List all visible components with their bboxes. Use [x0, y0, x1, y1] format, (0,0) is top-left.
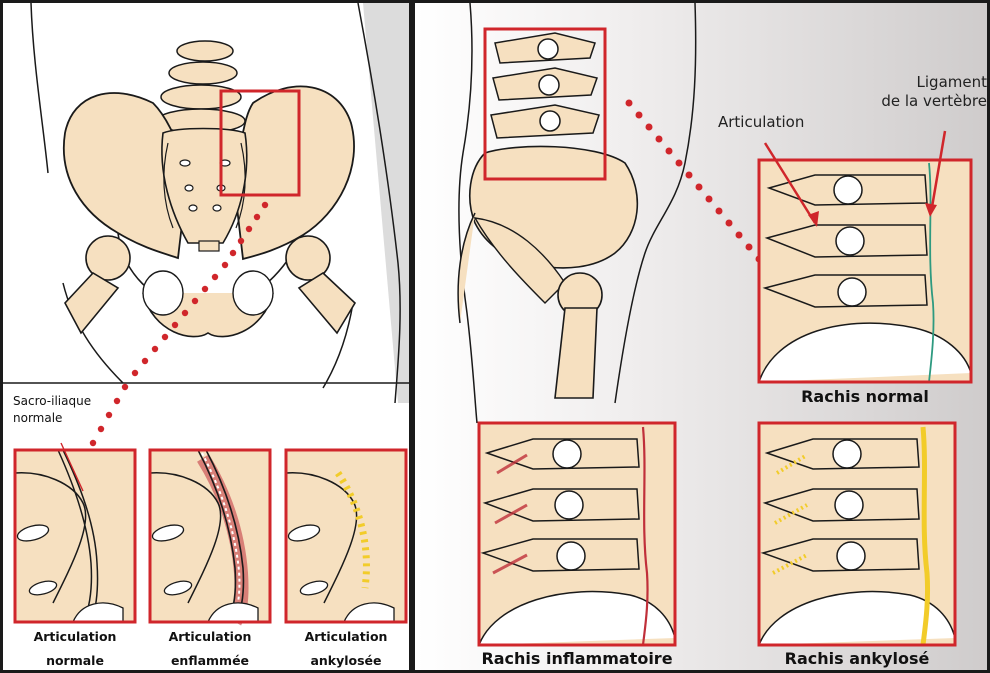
caption-normal-line-2: normale — [15, 649, 135, 673]
callout-line-2: normale — [13, 410, 91, 427]
callout-line-1: Sacro-iliaque — [13, 393, 91, 410]
pelvis-illustration — [3, 3, 412, 673]
caption-normal: Articulation normale — [15, 625, 135, 673]
inset-ankylosed-joint — [286, 450, 406, 622]
caption-rachis-normal: Rachis normal — [759, 387, 971, 406]
caption-ankylosed-line-1: Articulation — [286, 625, 406, 649]
label-ligament-line-2: de la vertèbre — [847, 92, 987, 111]
caption-ankylosed-line-2: ankylosée — [286, 649, 406, 673]
label-ligament: Ligament de la vertèbre — [847, 73, 987, 111]
caption-normal-line-1: Articulation — [15, 625, 135, 649]
inset-inflammatory-spine — [479, 423, 675, 645]
callout-label: Sacro-iliaque normale — [13, 393, 91, 427]
caption-inflamed: Articulation enflammée — [150, 625, 270, 673]
spine-panel: Articulation Ligament de la vertèbre Rac… — [412, 0, 990, 673]
caption-rachis-inflammatoire: Rachis inflammatoire — [459, 649, 695, 668]
caption-ankylosed: Articulation ankylosée — [286, 625, 406, 673]
pelvis-panel: Sacro-iliaque normale Articulation norma… — [0, 0, 412, 673]
inset-ankylosed-spine — [759, 423, 955, 645]
inset-normal-joint — [15, 443, 135, 622]
label-articulation: Articulation — [718, 113, 804, 132]
caption-inflamed-line-1: Articulation — [150, 625, 270, 649]
caption-inflamed-line-2: enflammée — [150, 649, 270, 673]
label-ligament-line-1: Ligament — [847, 73, 987, 92]
inset-inflamed-joint — [150, 450, 270, 622]
inset-normal-spine — [759, 160, 971, 382]
caption-rachis-ankylose: Rachis ankylosé — [759, 649, 955, 668]
